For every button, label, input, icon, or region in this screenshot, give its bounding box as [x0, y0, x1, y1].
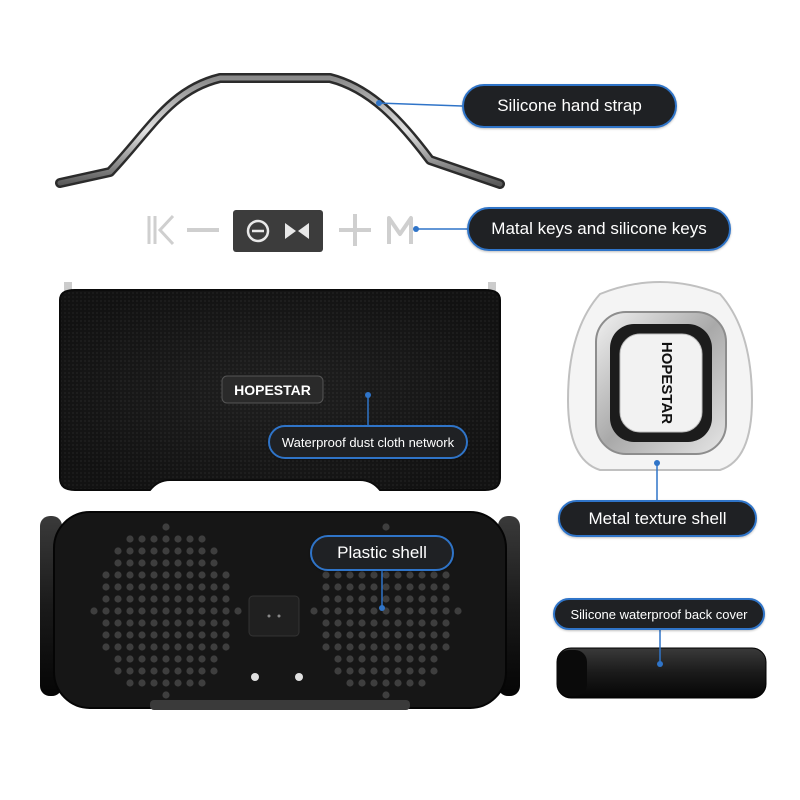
left-grille: [90, 523, 242, 699]
leader-lines: [367, 102, 661, 664]
mode-key-icon: [285, 223, 309, 239]
key-row: [147, 210, 413, 252]
hand-strap: [55, 73, 505, 189]
callout-metal-shell: Metal texture shell: [558, 500, 757, 537]
back-hole-right: [295, 673, 303, 681]
m-key-icon: [387, 216, 413, 244]
front-logo-text: HOPESTAR: [234, 382, 311, 398]
back-hole-left: [251, 673, 259, 681]
power-key-icon: [246, 219, 270, 243]
plus-key-icon: [339, 214, 371, 246]
leader-dots: [365, 100, 663, 667]
callout-hand-strap: Silicone hand strap: [462, 84, 677, 128]
metal-key-panel: [233, 210, 323, 252]
front-logo-badge: [221, 375, 324, 404]
minus-key-icon: [187, 228, 219, 232]
callout-plastic-shell: Plastic shell: [310, 535, 454, 571]
metal-end-cap: HOPESTAR: [566, 281, 754, 471]
callout-back-cover: Silicone waterproof back cover: [553, 598, 765, 630]
prev-key-icon: [147, 214, 175, 246]
callout-cloth: Waterproof dust cloth network: [268, 425, 468, 459]
end-cap-logo-text: HOPESTAR: [658, 342, 675, 424]
silicone-back-cover: [556, 647, 767, 699]
callout-keys: Matal keys and silicone keys: [467, 207, 731, 251]
center-port-panel: [248, 595, 300, 637]
